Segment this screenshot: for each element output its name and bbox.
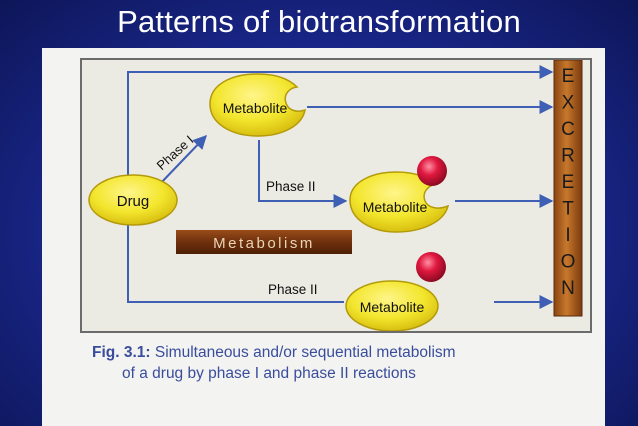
metabolite-middle-label: Metabolite xyxy=(363,199,428,215)
arrow-phase-2-middle xyxy=(258,140,348,208)
drug-label: Drug xyxy=(117,193,150,210)
phase-2-middle-label: Phase II xyxy=(266,179,316,194)
figure-box: Drug Phase I Metabolite Phase II Metabol… xyxy=(80,58,592,333)
content-panel: Drug Phase I Metabolite Phase II Metabol… xyxy=(42,48,605,426)
metabolite-bottom-node: Metabolite xyxy=(345,280,439,331)
figure-caption: Fig. 3.1: Simultaneous and/or sequential… xyxy=(92,342,592,384)
excretion-letter: C xyxy=(561,119,575,140)
caption-line-2: of a drug by phase I and phase II reacti… xyxy=(122,365,416,382)
metabolite-top-label: Metabolite xyxy=(223,100,288,116)
caption-line-1: Simultaneous and/or sequential metabolis… xyxy=(154,344,456,361)
excretion-letter: X xyxy=(562,93,575,114)
metabolite-middle-node: Metabolite xyxy=(349,171,450,233)
excretion-letter: R xyxy=(561,146,575,167)
excretion-letter: T xyxy=(562,199,574,220)
metabolite-bottom-label: Metabolite xyxy=(360,299,425,315)
metabolism-bar: Metabolism xyxy=(176,230,352,254)
excretion-letter: N xyxy=(561,278,575,299)
excretion-letter: E xyxy=(562,66,575,87)
phase-2-bottom-label: Phase II xyxy=(268,282,318,297)
figure-label: Fig. 3.1: xyxy=(92,344,151,361)
metabolism-label: Metabolism xyxy=(213,235,315,252)
slide-title: Patterns of biotransformation xyxy=(117,4,521,39)
excretion-letter: O xyxy=(561,252,576,273)
arrow-drug-to-excretion-top xyxy=(127,65,554,188)
metabolite-top-node: Metabolite xyxy=(209,73,306,137)
arrow-drug-to-excretion-bottom xyxy=(127,212,344,303)
arrow-phase-1 xyxy=(157,134,207,187)
biotransformation-diagram: Drug Phase I Metabolite Phase II Metabol… xyxy=(88,60,583,331)
excretion-letter: I xyxy=(565,225,570,246)
conjugate-bottom-ball xyxy=(416,252,446,282)
conjugate-middle-ball xyxy=(417,156,447,186)
drug-node: Drug xyxy=(88,174,178,226)
excretion-letter: E xyxy=(562,172,575,193)
